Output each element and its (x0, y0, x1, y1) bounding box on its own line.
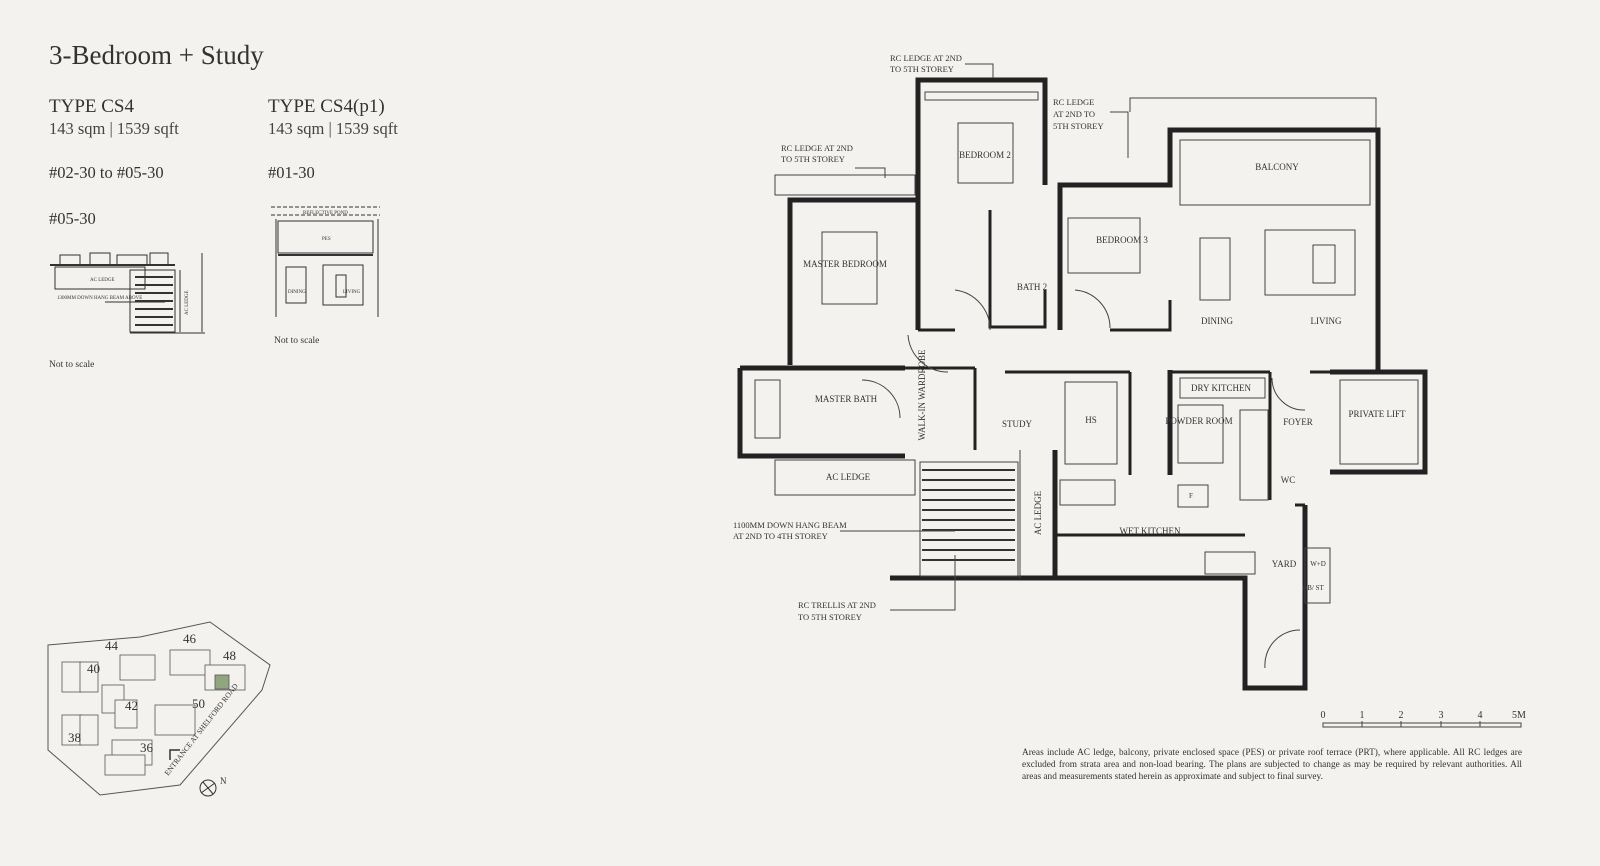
label-dry-kitchen: DRY KITCHEN (1191, 383, 1251, 393)
north-arrow-icon (199, 779, 217, 797)
type-cs4p1-units: #01-30 (268, 163, 315, 182)
label-wet-kitchen: WET KITCHEN (1119, 526, 1181, 536)
block-46: 46 (183, 631, 197, 646)
label-washer-dryer: W+D (1310, 560, 1326, 568)
type-cs4-area: 143 sqm | 1539 sqft (49, 119, 179, 138)
label-master-bedroom: MASTER BEDROOM (803, 259, 887, 269)
inset-hang-beam: 1300MM DOWN HANG BEAM ABOVE (57, 296, 142, 301)
block-50: 50 (192, 696, 205, 711)
block-36: 36 (140, 740, 154, 755)
page-title: 3-Bedroom + Study (49, 40, 264, 70)
block-48: 48 (223, 648, 236, 663)
scale-bar: 0 1 2 3 4 5M (1321, 710, 1526, 728)
label-balcony: BALCONY (1255, 162, 1299, 172)
label-living: LIVING (1311, 316, 1342, 326)
annotation-hang-beam-1: 1100MM DOWN HANG BEAM (733, 520, 847, 530)
inset-pes: PES (322, 237, 331, 242)
label-yard: YARD (1272, 559, 1297, 569)
label-ac-ledge: AC LEDGE (826, 472, 871, 482)
type-cs4-variant-unit: #05-30 (49, 209, 96, 228)
scale-tick-2: 2 (1399, 710, 1404, 721)
block-40: 40 (87, 661, 100, 676)
type-cs4-units: #02-30 to #05-30 (49, 163, 164, 182)
label-bath-2: BATH 2 (1017, 282, 1047, 292)
type-cs4p1-name: TYPE CS4(p1) (268, 96, 385, 117)
inset-reflective-pond: REFLECTIVE POND (303, 211, 348, 216)
label-powder-room: POWDER ROOM (1165, 416, 1232, 426)
disclaimer: Areas include AC ledge, balcony, private… (1022, 748, 1522, 782)
label-foyer: FOYER (1283, 417, 1313, 427)
label-ac-ledge-2: AC LEDGE (1033, 490, 1043, 535)
annotation-ledge-right-3: 5TH STOREY (1053, 121, 1104, 131)
inset-plan-01-30: REFLECTIVE POND PES DINING LIVING (271, 206, 380, 317)
label-walk-in-wardrobe: WALK-IN WARDROBE (917, 349, 927, 441)
annotation-ledge-top-1: RC LEDGE AT 2ND (890, 53, 962, 63)
inset-living: LIVING (343, 290, 361, 295)
annotation-ledge-left-2: TO 5TH STOREY (781, 154, 845, 164)
block-44: 44 (105, 638, 119, 653)
annotation-hang-beam-2: AT 2ND TO 4TH STOREY (733, 531, 828, 541)
scale-tick-1: 1 (1360, 710, 1365, 721)
site-plan: 44 46 40 48 42 50 38 36 ENTRANCE AT SHEL… (47, 621, 271, 797)
annotation-ledge-right-1: RC LEDGE (1053, 97, 1094, 107)
inset-plan-05-30: AC LEDGE 1300MM DOWN HANG BEAM ABOVE AC … (50, 252, 205, 334)
highlighted-unit (214, 674, 230, 690)
scale-note-2: Not to scale (274, 336, 320, 346)
scale-tick-3: 3 (1439, 710, 1444, 721)
annotation-trellis-1: RC TRELLIS AT 2ND (798, 600, 876, 610)
label-wc: WC (1281, 475, 1296, 485)
label-study: STUDY (1002, 419, 1033, 429)
type-cs4-name: TYPE CS4 (49, 96, 134, 117)
annotation-ledge-top-2: TO 5TH STOREY (890, 64, 954, 74)
label-hs: HS (1085, 415, 1097, 425)
label-master-bath: MASTER BATH (815, 394, 878, 404)
annotation-trellis-2: TO 5TH STOREY (798, 612, 862, 622)
inset-dining: DINING (288, 290, 306, 295)
block-42: 42 (125, 698, 138, 713)
scale-note-1: Not to scale (49, 360, 95, 370)
annotation-ledge-right-2: AT 2ND TO (1053, 109, 1095, 119)
north-label: N (220, 776, 227, 786)
scale-tick-4: 4 (1478, 710, 1483, 721)
type-cs4p1-area: 143 sqm | 1539 sqft (268, 119, 398, 138)
scale-tick-0: 0 (1321, 710, 1326, 721)
annotation-ledge-left-1: RC LEDGE AT 2ND (781, 143, 853, 153)
label-private-lift: PRIVATE LIFT (1348, 409, 1406, 419)
block-38: 38 (68, 730, 81, 745)
label-fridge: F (1189, 492, 1193, 500)
inset-ac-ledge: AC LEDGE (90, 278, 115, 283)
label-bedroom-2: BEDROOM 2 (959, 150, 1011, 160)
label-db-st: DB/ ST (1302, 584, 1324, 592)
scale-tick-5: 5M (1512, 710, 1526, 721)
inset-ac-ledge-2: AC LEDGE (185, 290, 190, 315)
label-bedroom-3: BEDROOM 3 (1096, 235, 1148, 245)
label-dining: DINING (1201, 316, 1233, 326)
